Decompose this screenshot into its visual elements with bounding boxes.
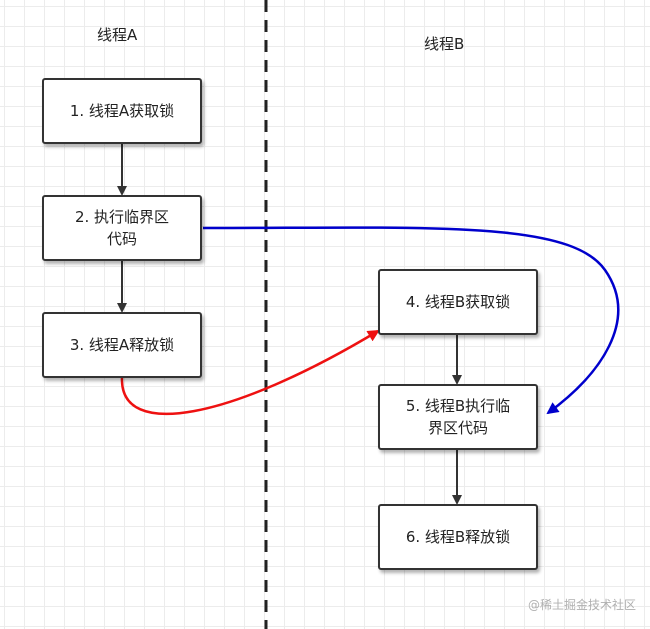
- step-2-label-line2: 代码: [106, 230, 137, 248]
- step-5-box: 5. 线程B执行临 界区代码: [378, 384, 538, 450]
- step-3-box: 3. 线程A释放锁: [42, 312, 202, 378]
- step-6-label: 6. 线程B释放锁: [405, 528, 511, 546]
- step-1-label: 1. 线程A获取锁: [69, 102, 175, 120]
- lane-title-thread-b: 线程B: [424, 35, 465, 53]
- step-4-box: 4. 线程B获取锁: [378, 269, 538, 335]
- watermark: @稀土掘金技术社区: [527, 598, 636, 612]
- step-3-label: 3. 线程A释放锁: [69, 336, 175, 354]
- step-1-box: 1. 线程A获取锁: [42, 78, 202, 144]
- step-6-box: 6. 线程B释放锁: [378, 504, 538, 570]
- step-4-label: 4. 线程B获取锁: [405, 293, 511, 311]
- lane-title-thread-a: 线程A: [97, 26, 138, 44]
- step-5-label-line1: 5. 线程B执行临: [405, 397, 511, 415]
- step-2-label-line1: 2. 执行临界区: [74, 208, 170, 226]
- step-5-label-line2: 界区代码: [427, 419, 488, 437]
- step-2-box: 2. 执行临界区 代码: [42, 195, 202, 261]
- arrow-release-to-acquire: [120, 329, 380, 416]
- arrow-critical-to-step5: [202, 226, 620, 415]
